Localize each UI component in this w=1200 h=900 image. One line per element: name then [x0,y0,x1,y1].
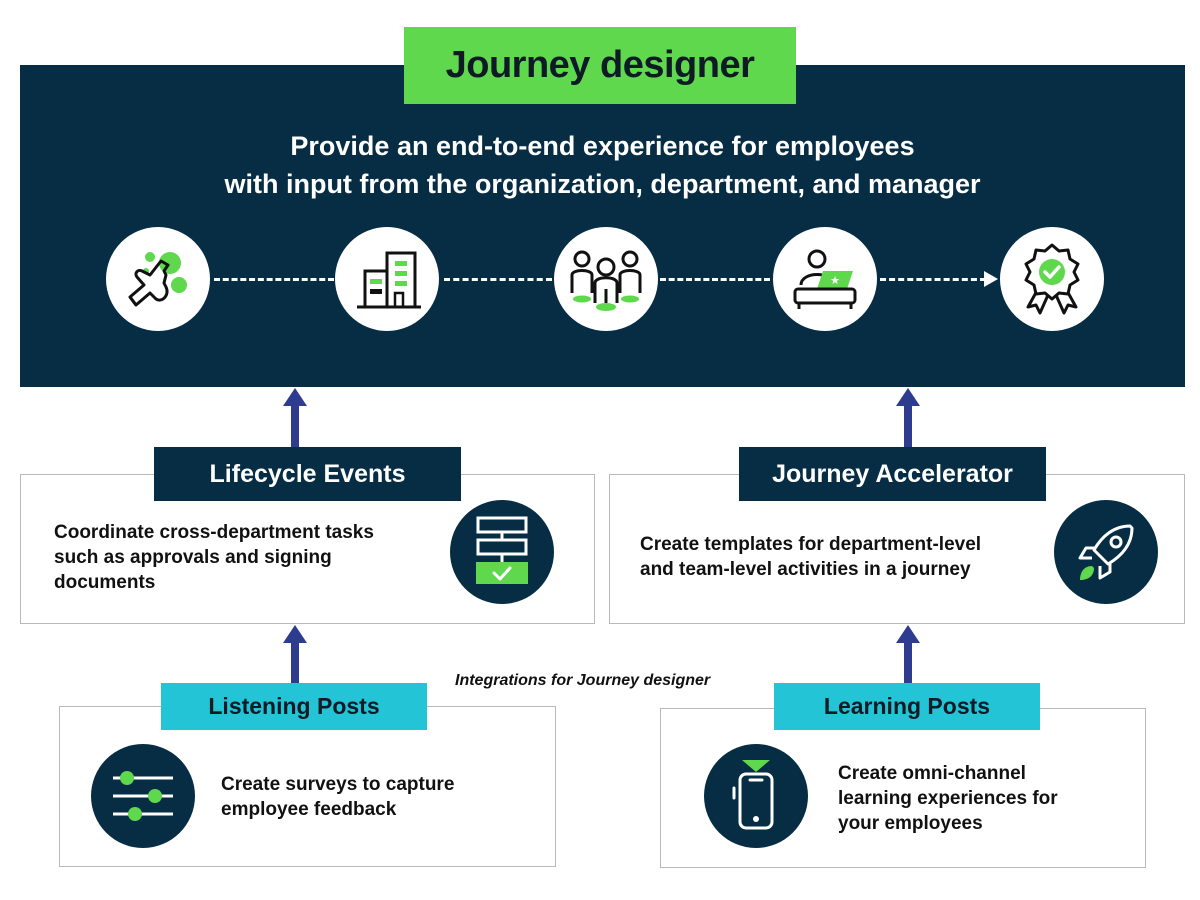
journey-connector [214,278,334,281]
journey-accelerator-description: Create templates for department-level an… [640,532,1040,582]
lifecycle-events-icon-circle [450,500,554,604]
workflow-icon [450,500,554,604]
learning-posts-icon-circle [704,744,808,848]
description-line: and team-level activities in a journey [640,559,971,580]
building-icon [335,227,439,331]
arrow-up-icon [283,388,307,448]
description-line: Create surveys to capture [221,774,455,795]
listening-posts-header: Listening Posts [161,683,427,730]
mobile-phone-icon [704,744,808,848]
subtitle-line-1: Provide an end-to-end experience for emp… [290,131,915,161]
journey-arrowhead [984,271,998,292]
journey-accelerator-icon-circle [1054,500,1158,604]
lifecycle-events-header: Lifecycle Events [154,447,461,501]
journey-designer-panel [20,65,1185,387]
arrow-up-icon [896,388,920,448]
hand-pointer-icon [106,227,210,331]
journey-step-5 [1000,227,1104,331]
arrow-up-icon [283,625,307,683]
team-icon [554,227,658,331]
lifecycle-events-title: Lifecycle Events [209,459,406,488]
description-line: such as approvals and signing [54,547,332,568]
journey-accelerator-title: Journey Accelerator [772,459,1013,488]
laptop-user-icon: ★ [773,227,877,331]
journey-connector [880,278,986,281]
description-line: your employees [838,813,983,834]
description-line: Coordinate cross-department tasks [54,522,374,543]
description-line: Create omni-channel [838,763,1026,784]
journey-step-1 [106,227,210,331]
lifecycle-events-description: Coordinate cross-department tasks such a… [54,520,434,595]
learning-posts-title: Learning Posts [823,693,991,719]
journey-step-4: ★ [773,227,877,331]
journey-designer-title-box: Journey designer [404,27,796,104]
learning-posts-description: Create omni-channel learning experiences… [838,761,1128,836]
listening-posts-title: Listening Posts [208,693,380,719]
rocket-icon [1054,500,1158,604]
sliders-icon [91,744,195,848]
journey-step-2 [335,227,439,331]
svg-text:★: ★ [830,274,840,287]
integrations-caption: Integrations for Journey designer [455,672,711,689]
listening-posts-icon-circle [91,744,195,848]
listening-posts-description: Create surveys to capture employee feedb… [221,772,521,822]
description-line: learning experiences for [838,788,1058,809]
learning-posts-header: Learning Posts [774,683,1040,730]
award-badge-icon [1000,227,1104,331]
arrow-up-icon [896,625,920,683]
journey-designer-subtitle: Provide an end-to-end experience for emp… [20,127,1185,203]
description-line: employee feedback [221,799,397,820]
journey-connector [444,278,552,281]
subtitle-line-2: with input from the organization, depart… [224,169,981,199]
journey-accelerator-header: Journey Accelerator [739,447,1046,501]
description-line: documents [54,572,156,593]
page-title: Journey designer [445,44,755,86]
journey-step-3 [554,227,658,331]
journey-connector [660,278,770,281]
description-line: Create templates for department-level [640,534,982,555]
